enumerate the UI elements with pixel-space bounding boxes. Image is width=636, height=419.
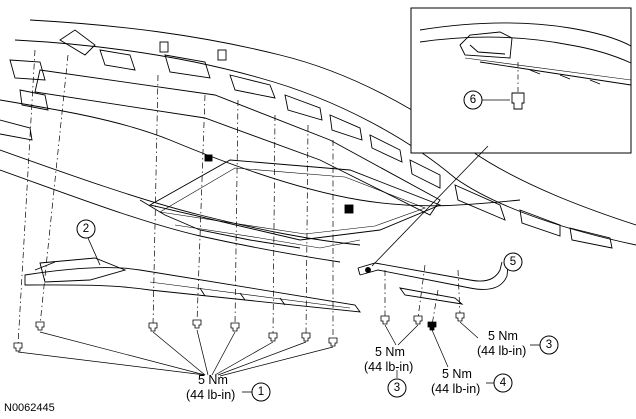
callout-3-left: 5 Nm (44 lb-in) 3 [364,345,413,398]
callout-6: 6 [463,90,483,110]
inset-leader-line [371,145,489,267]
callout-2: 2 [76,219,101,266]
callout-number-4: 4 [500,377,507,389]
callout-number-3a: 3 [394,382,400,394]
torque-label-1-line1: 5 Nm [198,373,228,387]
torque-label-4-line2: (44 lb-in) [431,382,480,396]
callout-number-3b: 3 [546,339,552,351]
left-rail-trim [24,257,361,313]
callout-5: 5 [503,252,523,272]
callout-4: 5 Nm (44 lb-in) 4 [431,367,513,396]
torque-label-3a-line1: 5 Nm [375,345,405,359]
torque-label-1-line2: (44 lb-in) [186,388,235,402]
torque-label-3b-line1: 5 Nm [488,329,518,343]
callout-number-1: 1 [258,386,264,398]
torque-label-4-line1: 5 Nm [442,367,472,381]
leader-lines-right [384,321,479,378]
right-rail-trim [357,261,509,305]
callout-1: 5 Nm (44 lb-in) 1 [186,373,271,402]
leader-lines-item-1 [17,329,334,377]
roof-panel-assembly [0,19,636,263]
callout-number-5: 5 [510,256,516,268]
figure-id: N0062445 [4,402,55,414]
callout-number-2: 2 [83,223,89,235]
torque-label-3b-line2: (44 lb-in) [477,344,526,358]
bolts-item-1 [13,319,338,352]
torque-label-3a-line2: (44 lb-in) [364,360,413,374]
fastener-centerlines-left [17,49,334,346]
callout-3-right: 5 Nm (44 lb-in) 3 [477,329,559,358]
callout-number-6: 6 [470,94,476,106]
detail-inset [410,7,632,154]
bolts-right [380,312,465,331]
fastener-centerlines-right [384,264,461,326]
